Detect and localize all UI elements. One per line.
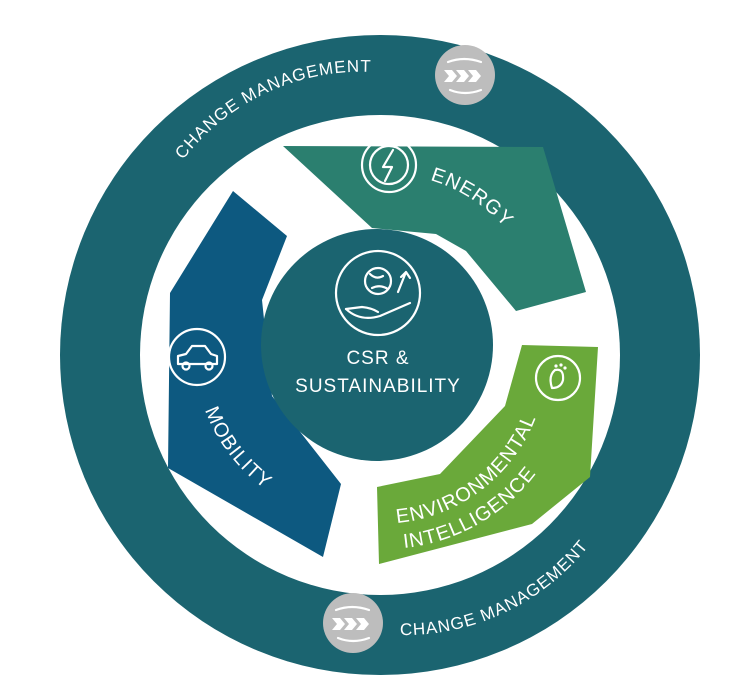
arrows-cycle-icon[interactable]: [323, 593, 383, 653]
environmental-segment[interactable]: [377, 345, 598, 564]
car-icon: [167, 327, 227, 387]
center-label-line1: CSR &: [346, 348, 409, 369]
lightning-bolt-icon: [360, 136, 418, 194]
arrows-cycle-icon[interactable]: [435, 45, 495, 105]
center-circle[interactable]: [261, 229, 493, 461]
center-label-line2: SUSTAINABILITY: [295, 376, 461, 397]
mobility-segment[interactable]: [168, 191, 341, 557]
footprint-icon: [534, 354, 582, 402]
globe-in-hand-icon: [334, 249, 422, 337]
energy-segment[interactable]: [283, 146, 586, 311]
